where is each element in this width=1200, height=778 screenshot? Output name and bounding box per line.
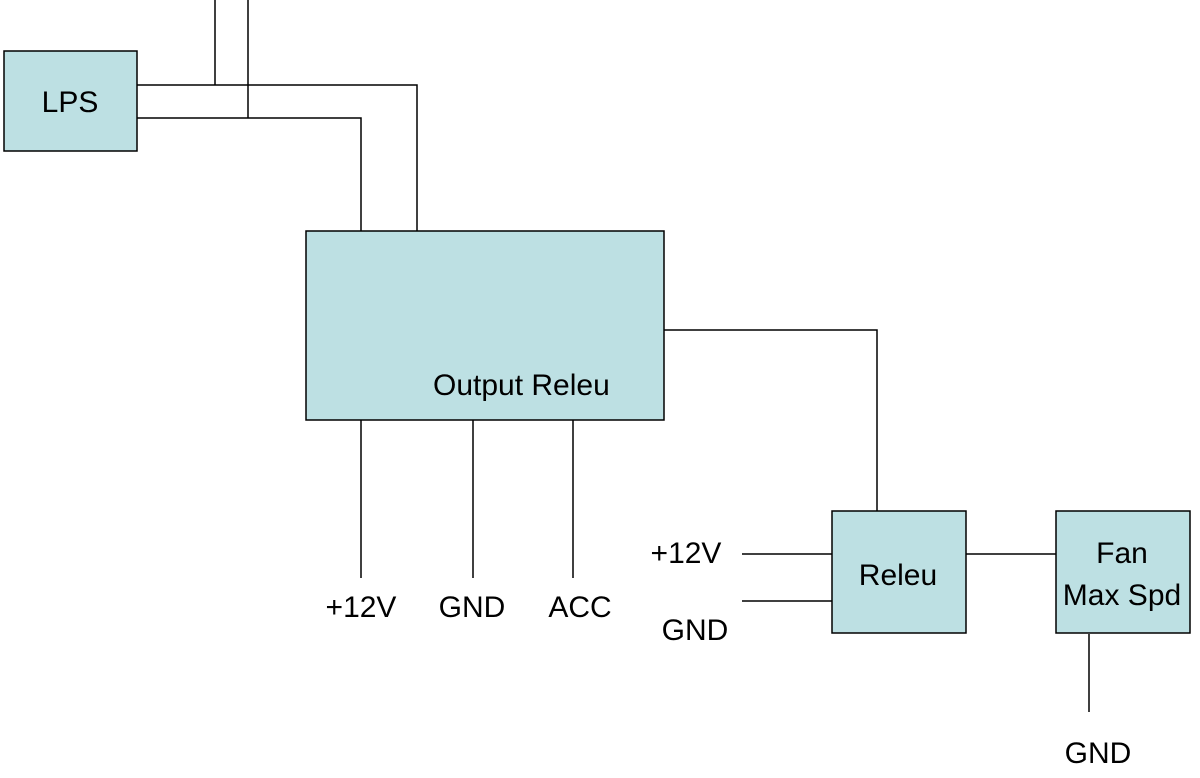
- lps-box: [3, 50, 138, 152]
- lps-block: LPS: [3, 50, 138, 152]
- output-releu-box: [305, 230, 665, 421]
- wire-lps-lower-to-output-releu: [137, 117, 362, 231]
- releu-block: Releu: [831, 510, 967, 634]
- output-gnd-label: GND: [439, 591, 506, 624]
- fan-box: [1055, 510, 1191, 634]
- lps-label: LPS: [42, 86, 99, 119]
- fan-label-line1: Fan: [1096, 537, 1148, 570]
- output-acc-label: ACC: [548, 591, 611, 624]
- releu-label: Releu: [859, 559, 937, 592]
- wires: [137, 0, 1090, 712]
- terminal-labels: +12V GND ACC +12V GND GND: [326, 537, 1132, 770]
- output-12v-label: +12V: [326, 591, 397, 624]
- wire-lps-upper-to-output-releu: [137, 84, 418, 231]
- wire-output-releu-to-releu: [664, 329, 878, 511]
- fan-gnd-label: GND: [1065, 737, 1132, 770]
- releu-box: [831, 510, 967, 634]
- releu-gnd-label: GND: [662, 614, 729, 647]
- fan-label-line2: Max Spd: [1063, 579, 1181, 612]
- fan-block: Fan Max Spd: [1055, 510, 1191, 634]
- releu-12v-label: +12V: [651, 537, 722, 570]
- output-releu-block: Output Releu: [305, 230, 665, 421]
- output-releu-label: Output Releu: [433, 369, 610, 402]
